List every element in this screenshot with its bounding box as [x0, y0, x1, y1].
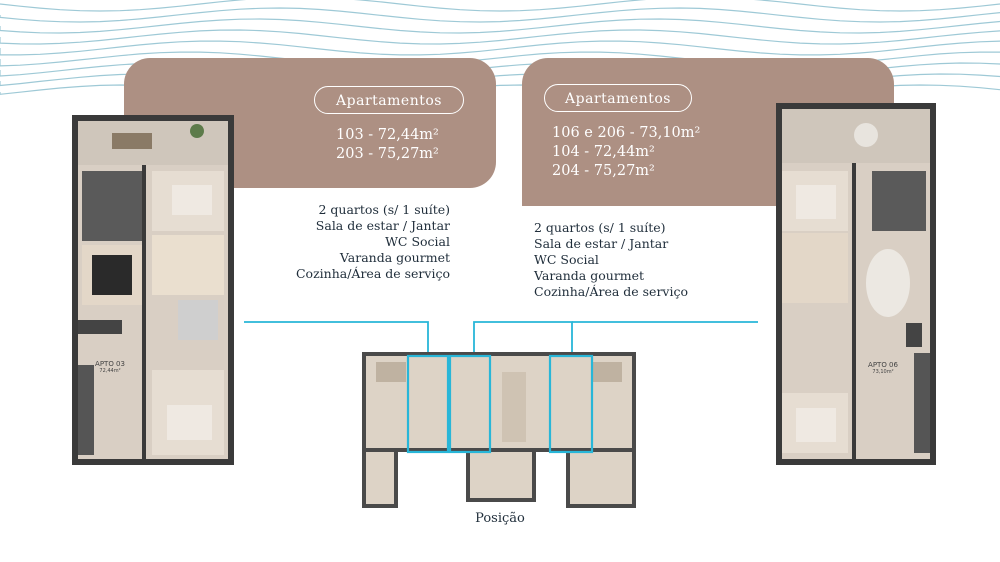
feature-item: Varanda gourmet	[339, 250, 450, 265]
feature-item: WC Social	[385, 234, 450, 249]
position-label: Posição	[475, 511, 525, 526]
feature-item: Cozinha/Área de serviço	[295, 266, 450, 281]
features-list-left: 2 quartos (s/ 1 suíte) Sala de estar / J…	[290, 202, 450, 282]
wave-line	[0, 0, 1000, 12]
apartment-name: APTO 03	[95, 360, 125, 368]
unit-line: 204 - 75,27m²	[552, 163, 655, 179]
feature-item: Sala de estar / Jantar	[315, 218, 450, 233]
apartment-label-right: APTO 06 73,10m²	[860, 361, 906, 375]
wave-line	[0, 18, 1000, 34]
apartment-area: 73,10m²	[872, 369, 894, 375]
floor-plan-left: APTO 03 72,44m²	[72, 115, 234, 465]
site-position-plan	[362, 352, 636, 508]
floor-plan-right-drawing	[782, 109, 930, 459]
apartment-name: APTO 06	[868, 361, 898, 369]
feature-item: Cozinha/Área de serviço	[534, 284, 689, 299]
unit-list-left: 103 - 72,44m² 203 - 75,27m²	[336, 126, 439, 164]
feature-item: 2 quartos (s/ 1 suíte)	[534, 220, 666, 235]
unit-line: 104 - 72,44m²	[552, 144, 655, 160]
unit-line: 103 - 72,44m²	[336, 127, 439, 143]
feature-item: Sala de estar / Jantar	[534, 236, 669, 251]
wave-line	[0, 7, 1000, 23]
feature-item: 2 quartos (s/ 1 suíte)	[318, 202, 450, 217]
features-list-right: 2 quartos (s/ 1 suíte) Sala de estar / J…	[534, 220, 714, 300]
unit-list-right: 106 e 206 - 73,10m² 104 - 72,44m² 204 - …	[552, 124, 700, 181]
feature-item: Varanda gourmet	[534, 268, 645, 283]
wave-line	[0, 40, 1000, 56]
site-plan-drawing	[362, 352, 636, 508]
apartment-label-left: APTO 03 72,44m²	[86, 360, 134, 374]
wave-line	[0, 29, 1000, 45]
apartments-pill-right: Apartamentos	[544, 84, 692, 112]
feature-item: WC Social	[534, 252, 599, 267]
floor-plan-left-drawing	[78, 121, 228, 459]
apartments-pill-left: Apartamentos	[314, 86, 464, 114]
unit-line: 106 e 206 - 73,10m²	[552, 125, 701, 141]
floor-plan-right: APTO 06 73,10m²	[776, 103, 936, 465]
unit-line: 203 - 75,27m²	[336, 146, 439, 162]
apartment-area: 72,44m²	[99, 368, 121, 374]
